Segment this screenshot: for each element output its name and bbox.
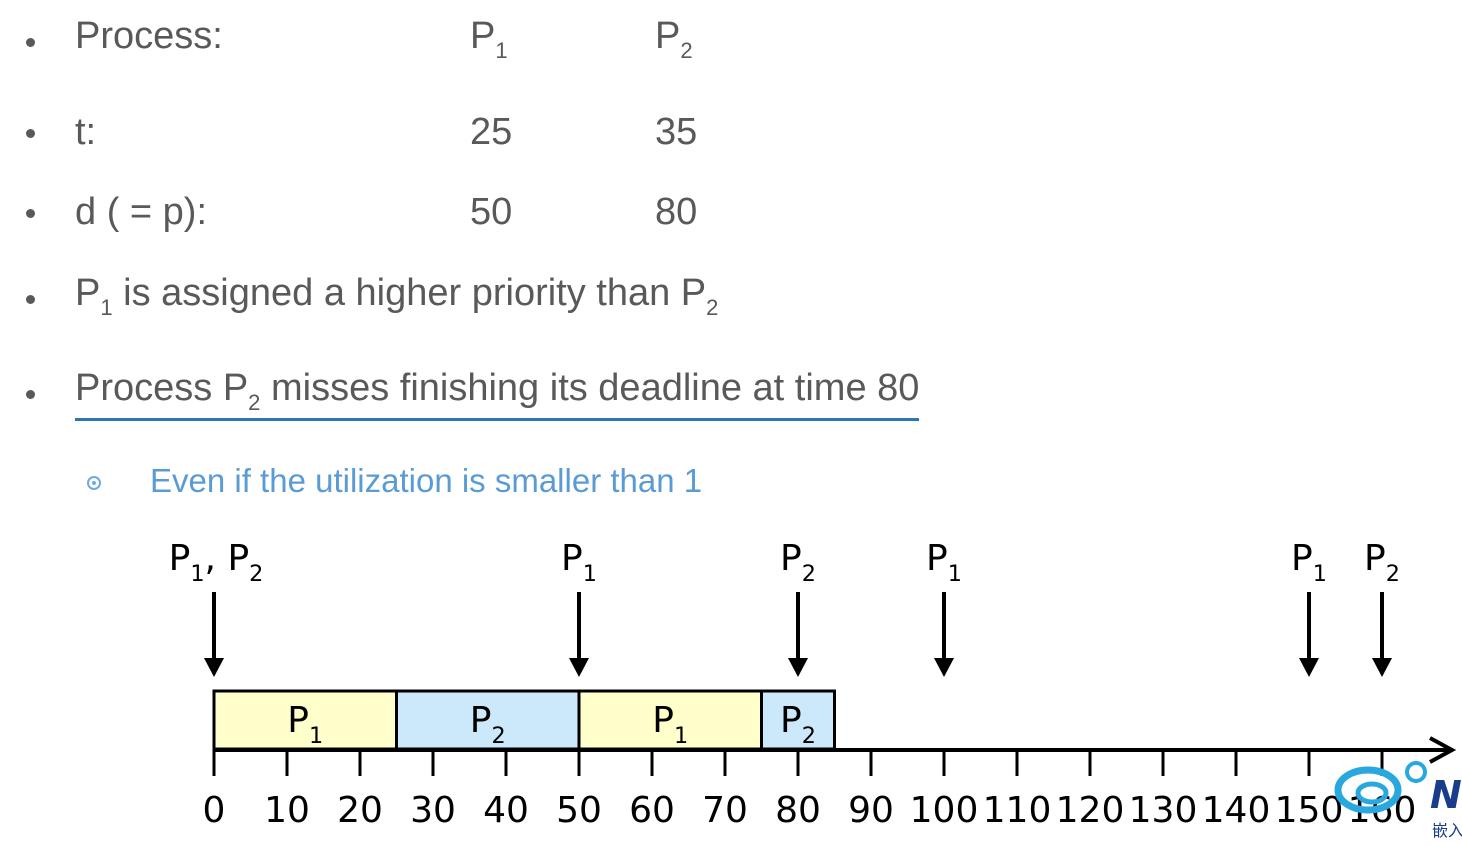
arrow-down-icon (569, 658, 589, 677)
segment-label: P1​ (652, 700, 688, 749)
arrow-down-icon (934, 658, 954, 677)
sub-bullet-icon (87, 476, 101, 490)
param-value-p1: 50 (470, 191, 513, 233)
axis-tick-label: 120 (1056, 790, 1125, 831)
axis-tick-label: 150 (1275, 790, 1344, 831)
param-label: d ( = p): (75, 191, 207, 233)
axis-tick-label: 60 (629, 790, 675, 831)
axis-tick-label: 130 (1129, 790, 1198, 831)
bullet-icon (26, 129, 35, 138)
param-value-p2: P2 (655, 15, 693, 63)
axis-tick-label: 70 (702, 790, 748, 831)
bullet-icon (26, 295, 35, 304)
axis-tick-label: 10 (264, 790, 310, 831)
arrow-down-icon (788, 658, 808, 677)
schedule-segment (212, 689, 398, 751)
axis-tick-label: 50 (556, 790, 602, 831)
arrival-label: P1​ (1291, 538, 1327, 587)
bullet-icon (26, 209, 35, 218)
logo: N 嵌入 (1330, 760, 1462, 845)
axis-tick-label: 140 (1202, 790, 1271, 831)
logo-subtext: 嵌入 (1432, 821, 1462, 840)
arrow-down-icon (204, 658, 224, 677)
schedule-segment (577, 689, 763, 751)
logo-ring-icon (1334, 766, 1402, 814)
arrival-label: P1​ (561, 538, 597, 587)
arrival-label: P1​ (926, 538, 962, 587)
axis-tick-label: 0 (203, 790, 226, 831)
utilization-note: Even if the utilization is smaller than … (150, 462, 703, 499)
arrow-down-icon (1299, 658, 1319, 677)
arrival-label: P2​ (1364, 538, 1400, 587)
segment-label: P2​ (470, 700, 506, 749)
param-value-p1: 25 (470, 111, 513, 153)
axis-tick-label: 40 (483, 790, 529, 831)
deadline-miss-statement: Process P2 misses finishing its deadline… (75, 366, 920, 421)
bullet-icon (26, 38, 35, 47)
param-value-p2: 80 (655, 191, 698, 233)
arrival-label: P2​ (780, 538, 816, 587)
axis-tick-label: 30 (410, 790, 456, 831)
bullet-icon (26, 390, 35, 399)
axis-tick-label: 110 (983, 790, 1052, 831)
param-label: t: (75, 111, 97, 153)
schedule-segment (760, 689, 836, 751)
axis-tick-label: 100 (910, 790, 979, 831)
arrival-label: P1​, P2​ (169, 538, 264, 587)
param-value-p1: P1 (470, 15, 508, 63)
logo-letter: N (1430, 773, 1462, 817)
axis-arrow-icon (1429, 736, 1457, 764)
axis-tick-label: 90 (848, 790, 894, 831)
segment-label: P2​ (780, 700, 816, 749)
axis-tick-label: 80 (775, 790, 821, 831)
axis-tick-label: 20 (337, 790, 383, 831)
schedule-timeline: P1​, P2​ P1​ P2​ P1​ P1​ P2​ P1​ P2​ P1​ P2​ 0 10… (169, 538, 1457, 831)
arrow-down-icon (1372, 658, 1392, 677)
param-label: Process: (75, 15, 223, 57)
param-value-p2: 35 (655, 111, 698, 153)
segment-label: P1​ (287, 700, 323, 749)
